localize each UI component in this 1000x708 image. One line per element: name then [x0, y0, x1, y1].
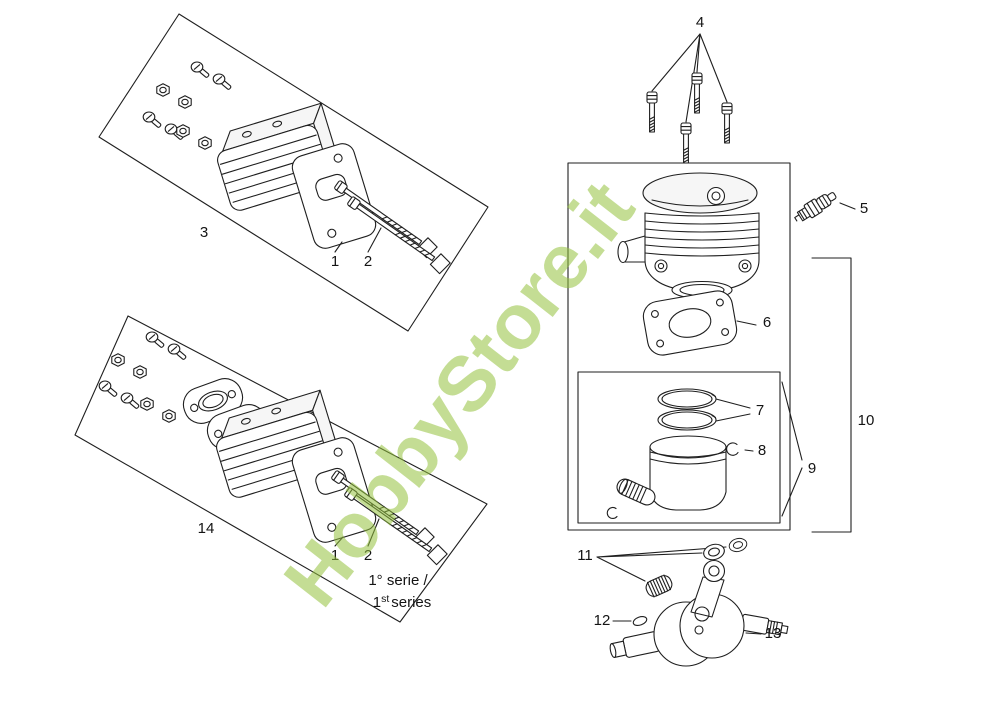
crankshaft-group: 11 12 1: [577, 536, 789, 667]
callout-4: 4: [696, 14, 704, 31]
exhaust-port: [617, 240, 629, 264]
nut-icon: [162, 409, 176, 423]
cap-screw-icon: [721, 102, 733, 144]
leader-line: [334, 241, 343, 253]
screw-icon: [98, 380, 119, 398]
leader-line: [839, 202, 856, 210]
leader-line: [367, 518, 380, 547]
callout-14: 14: [198, 520, 215, 537]
circlip: [606, 506, 618, 519]
leader-line: [736, 320, 757, 326]
oil-seal: [701, 541, 727, 563]
cap-screw-icon: [646, 91, 658, 133]
callout-7: 7: [756, 402, 764, 419]
leader-line: [715, 398, 751, 422]
callout-8: 8: [758, 442, 766, 459]
piston: [606, 435, 727, 519]
nut-icon: [198, 136, 212, 150]
screw-icon: [167, 343, 188, 361]
leader-line: [651, 33, 701, 92]
group-3-boundary: [98, 13, 489, 332]
crankshaft: [609, 559, 789, 667]
screw-icon: [145, 331, 166, 349]
leader-line: [334, 536, 344, 547]
cylinder: [617, 172, 760, 300]
spark-plug: [794, 192, 837, 222]
callout-13: 13: [765, 625, 782, 642]
piston-kit-box: [577, 371, 781, 524]
leader-line: [744, 449, 754, 452]
callout-1: 1: [331, 547, 339, 564]
screw-icon: [120, 392, 141, 410]
cylinder-kit-group: 5 6 7 8: [567, 162, 875, 533]
callout-12: 12: [594, 612, 611, 629]
nut-icon: [178, 95, 192, 109]
leader-line: [699, 33, 728, 103]
callout-5: 5: [860, 200, 868, 217]
circlip: [726, 442, 739, 456]
nut-icon: [140, 397, 154, 411]
exhaust-flange: [178, 373, 248, 429]
crank-shaft-right: [740, 613, 789, 636]
screws-group-4: 4: [646, 14, 733, 164]
screw-icon: [142, 111, 163, 129]
rod-small-end: [702, 559, 726, 583]
oil-seal: [727, 536, 749, 554]
bracket-9: [781, 381, 803, 517]
cap-screw-icon: [691, 72, 703, 114]
crank-shaft-left: [609, 631, 661, 658]
piston-ring: [657, 409, 717, 431]
nut-icon: [176, 124, 190, 138]
group-14-boundary: [74, 315, 488, 623]
callout-1: 1: [331, 253, 339, 270]
piston-ring: [657, 388, 717, 410]
muffler-group-3: 3 1 2: [98, 13, 489, 332]
callout-2: 2: [364, 253, 372, 270]
nut-icon: [133, 365, 147, 379]
leader-line: [596, 546, 727, 582]
washer: [632, 615, 648, 627]
screw-icon: [212, 73, 233, 91]
leader-line: [367, 227, 382, 253]
nut-icon: [111, 353, 125, 367]
cap-screw-icon: [680, 122, 692, 164]
bracket-10: [811, 257, 852, 533]
callout-3: 3: [200, 224, 208, 241]
callout-6: 6: [763, 314, 771, 331]
screw-icon: [190, 61, 211, 79]
nut-icon: [156, 83, 170, 97]
wrist-pin: [616, 478, 656, 506]
callout-10: 10: [858, 412, 875, 429]
series-note-line1: 1° serie /: [368, 572, 428, 589]
cylinder-gasket: [642, 290, 738, 356]
needle-bearing: [645, 574, 673, 598]
callout-9: 9: [808, 460, 816, 477]
cylinder-box: [567, 162, 791, 531]
callout-2: 2: [364, 547, 372, 564]
callout-11: 11: [577, 547, 593, 564]
leader-line: [745, 632, 762, 635]
muffler-gasket-plate: [288, 140, 380, 252]
